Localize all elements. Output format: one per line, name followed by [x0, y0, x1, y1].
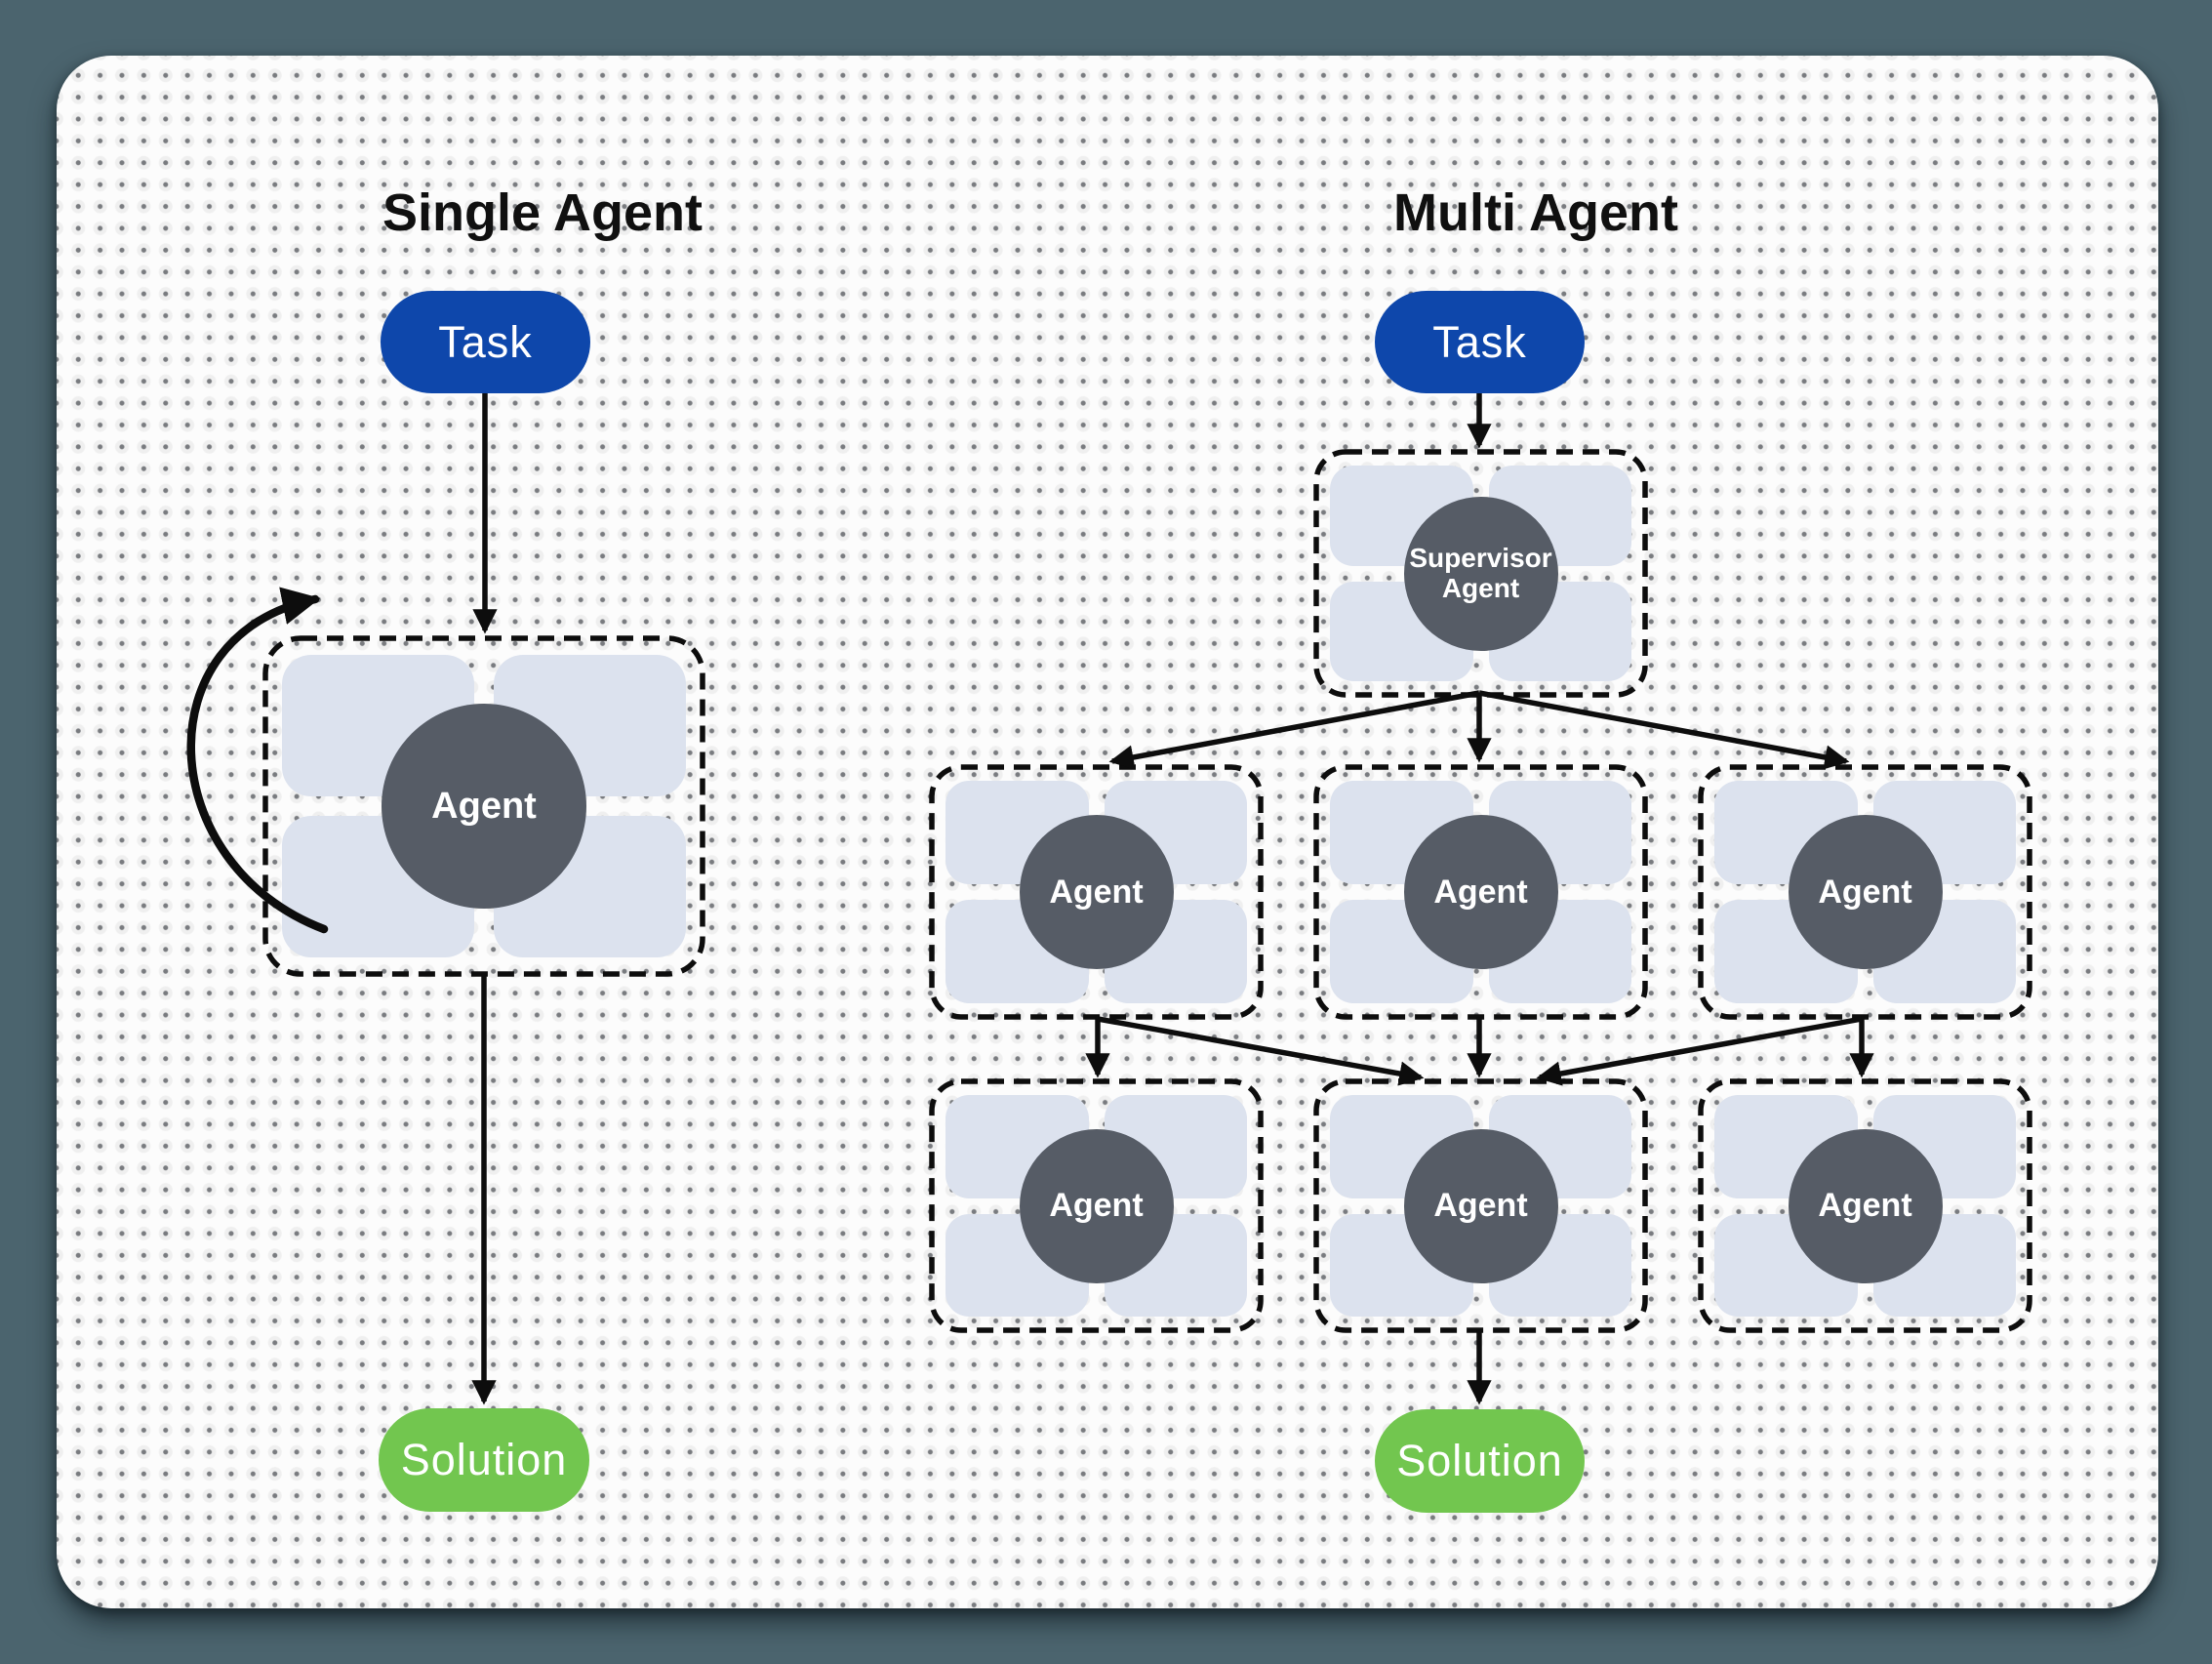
single-agent-box: Agent — [265, 638, 703, 974]
worker-box-row1-left: Agent — [932, 767, 1261, 1017]
worker-box-row2-middle: Agent — [1316, 1081, 1645, 1330]
multi-task-node: Task — [1375, 291, 1585, 393]
worker-box-row2-right: Agent — [1701, 1081, 2030, 1330]
worker-agent-node: Agent — [1019, 1128, 1174, 1283]
multi-solution-label: Solution — [1396, 1436, 1563, 1485]
worker-box-row1-middle: Agent — [1316, 767, 1645, 1017]
worker-agent-node: Agent — [1019, 815, 1174, 969]
single-agent-node: Agent — [382, 704, 586, 909]
worker-agent-label: Agent — [1433, 873, 1528, 911]
worker-agent-label: Agent — [1818, 1187, 1912, 1224]
single-solution-label: Solution — [400, 1435, 568, 1484]
multi-task-label: Task — [1432, 316, 1527, 367]
worker-agent-node: Agent — [1403, 815, 1558, 969]
worker-box-row1-right: Agent — [1701, 767, 2030, 1017]
worker-agent-node: Agent — [1788, 815, 1943, 969]
supervisor-agent-node: Supervisor Agent — [1403, 496, 1558, 651]
multi-solution-node: Solution — [1375, 1409, 1585, 1513]
worker-agent-label: Agent — [1818, 873, 1912, 911]
single-task-label: Task — [438, 316, 533, 367]
supervisor-agent-box: Supervisor Agent — [1316, 452, 1645, 695]
worker-agent-node: Agent — [1403, 1128, 1558, 1283]
worker-agent-label: Agent — [1049, 873, 1144, 911]
single-task-node: Task — [381, 291, 590, 393]
worker-box-row2-left: Agent — [932, 1081, 1261, 1330]
supervisor-agent-label: Supervisor Agent — [1409, 543, 1552, 603]
single-solution-node: Solution — [379, 1408, 589, 1512]
worker-agent-label: Agent — [1433, 1187, 1528, 1224]
multi-agent-title: Multi Agent — [1393, 183, 1678, 242]
worker-agent-label: Agent — [1049, 1187, 1144, 1224]
single-agent-label: Agent — [431, 785, 537, 827]
single-agent-title: Single Agent — [382, 183, 703, 242]
worker-agent-node: Agent — [1788, 1128, 1943, 1283]
dotted-canvas-card: Single Agent Multi Agent Task Agent Solu… — [57, 56, 2158, 1608]
